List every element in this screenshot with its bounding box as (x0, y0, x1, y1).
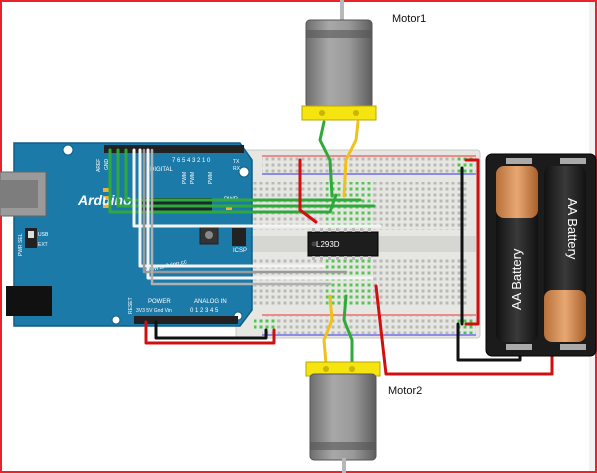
tx-label: TX (233, 159, 240, 165)
motor1: Motor1 (301, 0, 426, 121)
battery1-label: AA Battery (509, 248, 524, 310)
motor2: Motor2 (305, 361, 422, 473)
chip-label: L293D (316, 240, 340, 249)
digital-pin-numbers: 7 6 5 4 3 2 1 0 (172, 158, 211, 164)
icsp-label: ICSP (233, 248, 247, 254)
wire-black-gnd (154, 320, 268, 340)
wire-motor1-yellow (342, 120, 360, 198)
wire-green-3 (124, 148, 362, 202)
gnd-label: GND (104, 159, 110, 171)
l293d-chip: L293D (307, 228, 379, 260)
reset-label: RESET (128, 297, 134, 314)
pwr-sel-label: PWR SEL (18, 233, 24, 256)
digital-label: DIGITAL (150, 167, 174, 173)
aref-label: AREF (96, 159, 102, 172)
wire-white-3 (146, 148, 374, 280)
wire-red-5v (144, 320, 276, 345)
analog-pin-labels: 0 1 2 3 4 5 (190, 308, 219, 314)
power-pin-labels: 3V3 5V Gnd Vin (136, 308, 172, 314)
usb-label: USB (38, 232, 49, 238)
wire-green-1 (108, 148, 338, 214)
pwm-label-1: PWM (182, 172, 188, 184)
pwm-label-2: PWM (190, 172, 196, 184)
motor1-label: Motor1 (392, 13, 426, 25)
wire-red-rail (464, 158, 480, 326)
analog-in-label: ANALOG IN (194, 299, 227, 305)
wire-motor1-green (318, 120, 334, 198)
wire-white-2 (138, 148, 326, 268)
wire-white-1 (132, 148, 382, 228)
wires (108, 120, 574, 376)
battery-pack: AA Battery AA Battery (485, 153, 597, 357)
arduino-board: Arduino www.arduino.cc DIGITAL 7 6 5 4 3… (0, 142, 253, 327)
rx-label: RX (233, 166, 241, 172)
pwm-label-3: PWM (208, 172, 214, 184)
power-label: POWER (148, 299, 171, 305)
wire-motor2-yellow (322, 294, 334, 366)
ext-label: EXT (38, 242, 48, 248)
wire-green-2 (116, 148, 376, 208)
motor2-label: Motor2 (388, 385, 422, 397)
battery2-label: AA Battery (565, 198, 580, 260)
wire-red-jumper (298, 158, 318, 224)
wire-gray-2 (150, 148, 332, 286)
wire-motor2-green (342, 294, 354, 366)
wire-gray-1 (142, 148, 348, 274)
